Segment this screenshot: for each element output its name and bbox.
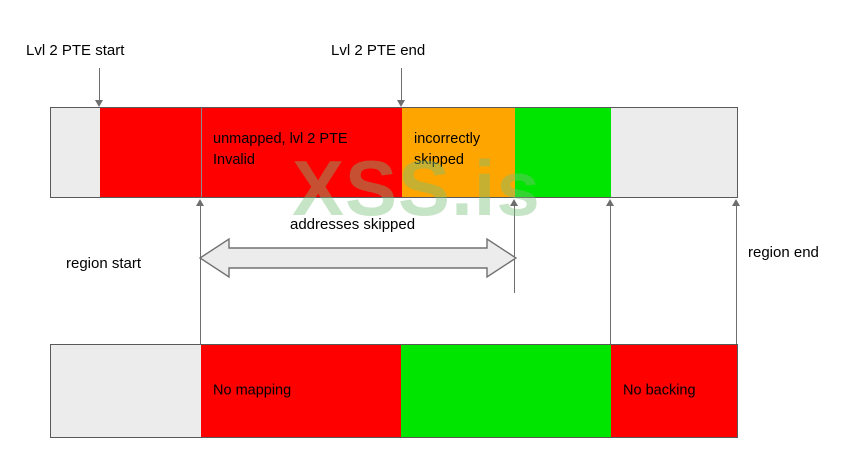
top-seg-2 xyxy=(100,108,201,197)
leader-arrowhead-up-region-start xyxy=(196,199,204,206)
leader-arrowhead-up-skip-end xyxy=(510,199,518,206)
callout-leader-line-end xyxy=(401,68,402,102)
leader-line-region-end xyxy=(736,205,737,344)
callout-label-lvl2-pte-start: Lvl 2 PTE start xyxy=(26,42,125,59)
top-seg-3: unmapped, lvl 2 PTE Invalid xyxy=(201,108,402,197)
bottom-seg-2: No mapping xyxy=(201,345,401,437)
span-label-addresses-skipped: addresses skipped xyxy=(290,216,416,233)
bottom-seg-1 xyxy=(51,345,201,437)
physical-backing-bar: No mapping No backing xyxy=(50,344,738,438)
double-arrow-shape xyxy=(199,237,517,279)
callout-arrowhead-down-end xyxy=(397,100,405,107)
top-seg-3-label: unmapped, lvl 2 PTE Invalid xyxy=(213,130,348,168)
leader-arrowhead-up-region-end xyxy=(732,199,740,206)
top-seg-5 xyxy=(515,108,611,197)
top-seg-1 xyxy=(51,108,100,197)
leader-line-region-start xyxy=(200,205,201,344)
callout-label-lvl2-pte-end: Lvl 2 PTE end xyxy=(331,42,426,59)
side-label-region-end: region end xyxy=(748,244,819,261)
top-seg-6 xyxy=(611,108,737,197)
top-divider-1 xyxy=(201,108,202,197)
bottom-seg-4-label: No backing xyxy=(623,382,696,399)
leader-arrowhead-up-green-boundary xyxy=(606,199,614,206)
leader-line-skip-end xyxy=(514,205,515,293)
callout-leader-line-start xyxy=(99,68,100,102)
top-seg-4-label: incorrectly skipped xyxy=(414,130,481,168)
bottom-seg-4: No backing xyxy=(611,345,737,437)
leader-line-green-boundary xyxy=(610,205,611,344)
side-label-region-start: region start xyxy=(66,255,142,272)
top-seg-4: incorrectly skipped xyxy=(402,108,515,197)
callout-arrowhead-down-start xyxy=(95,100,103,107)
bottom-seg-3 xyxy=(401,345,611,437)
addresses-skipped-double-arrow xyxy=(199,236,517,280)
bottom-seg-2-label: No mapping xyxy=(213,382,292,399)
virtual-address-bar: unmapped, lvl 2 PTE Invalid incorrectly … xyxy=(50,107,738,198)
